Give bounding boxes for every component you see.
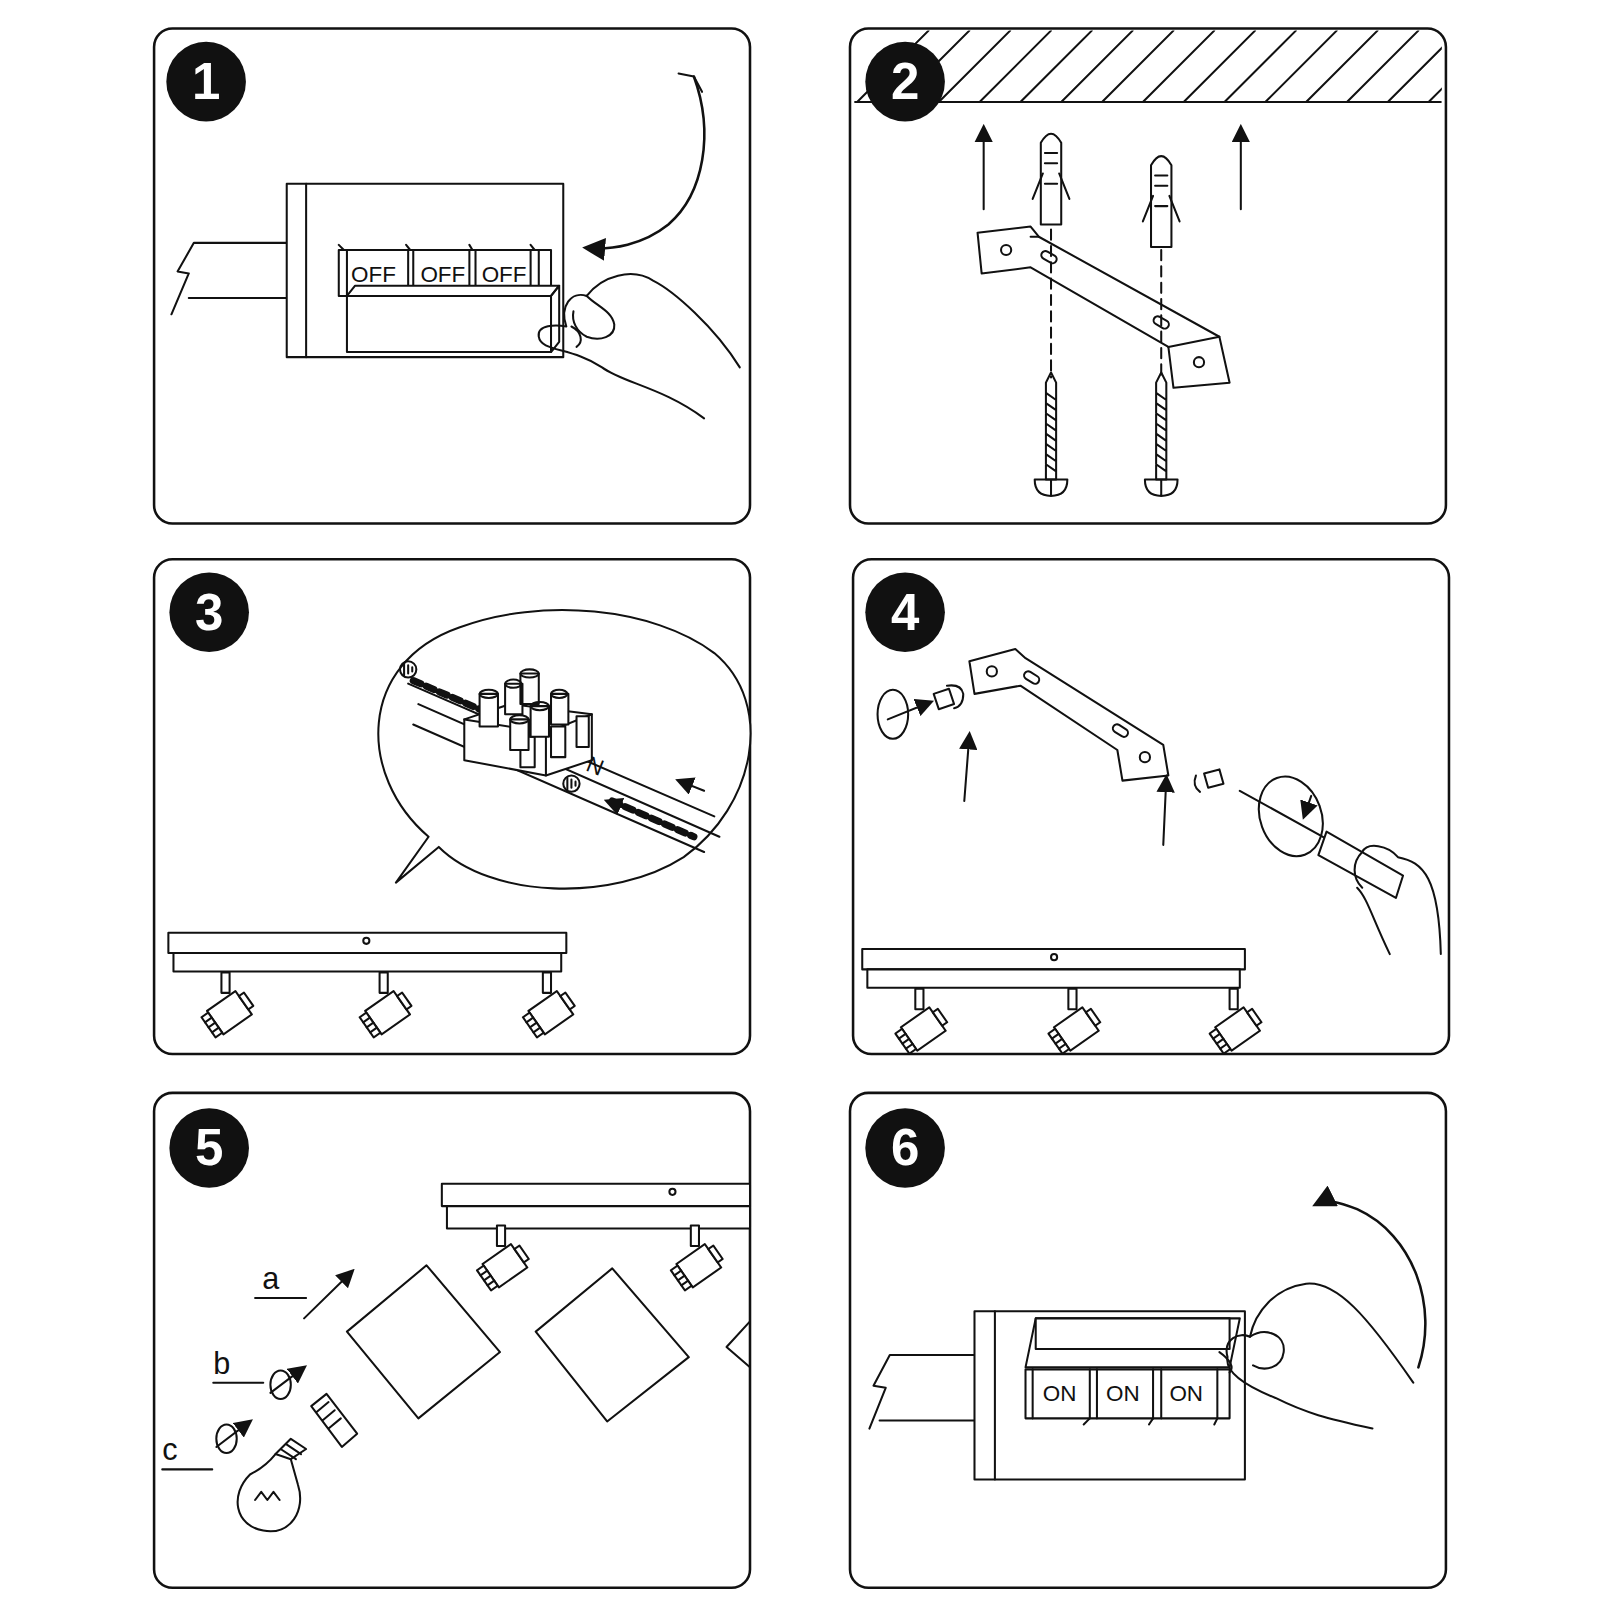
part-label: ON (1106, 1383, 1140, 1405)
step-label: 6 (891, 1118, 919, 1177)
part-label: ON (1043, 1383, 1077, 1405)
part-label: a (262, 1263, 279, 1294)
part-label: OFF (482, 263, 527, 285)
step-number: 4 (865, 572, 945, 652)
part-label: OFF (351, 263, 396, 285)
step-number: 6 (865, 1108, 945, 1188)
step-label: 1 (192, 52, 220, 111)
part-label: b (213, 1349, 230, 1380)
step-number: 2 (865, 42, 945, 122)
step-label: 3 (195, 583, 223, 642)
step-number: 5 (169, 1108, 249, 1188)
step-label: 2 (891, 52, 919, 111)
part-label: OFF (420, 263, 465, 285)
step-label: 4 (891, 583, 919, 642)
part-label: ON (1169, 1383, 1203, 1405)
step-label: 5 (195, 1118, 223, 1177)
step-number: 1 (166, 42, 246, 122)
part-label: c (162, 1435, 177, 1466)
step-number: 3 (169, 572, 249, 652)
